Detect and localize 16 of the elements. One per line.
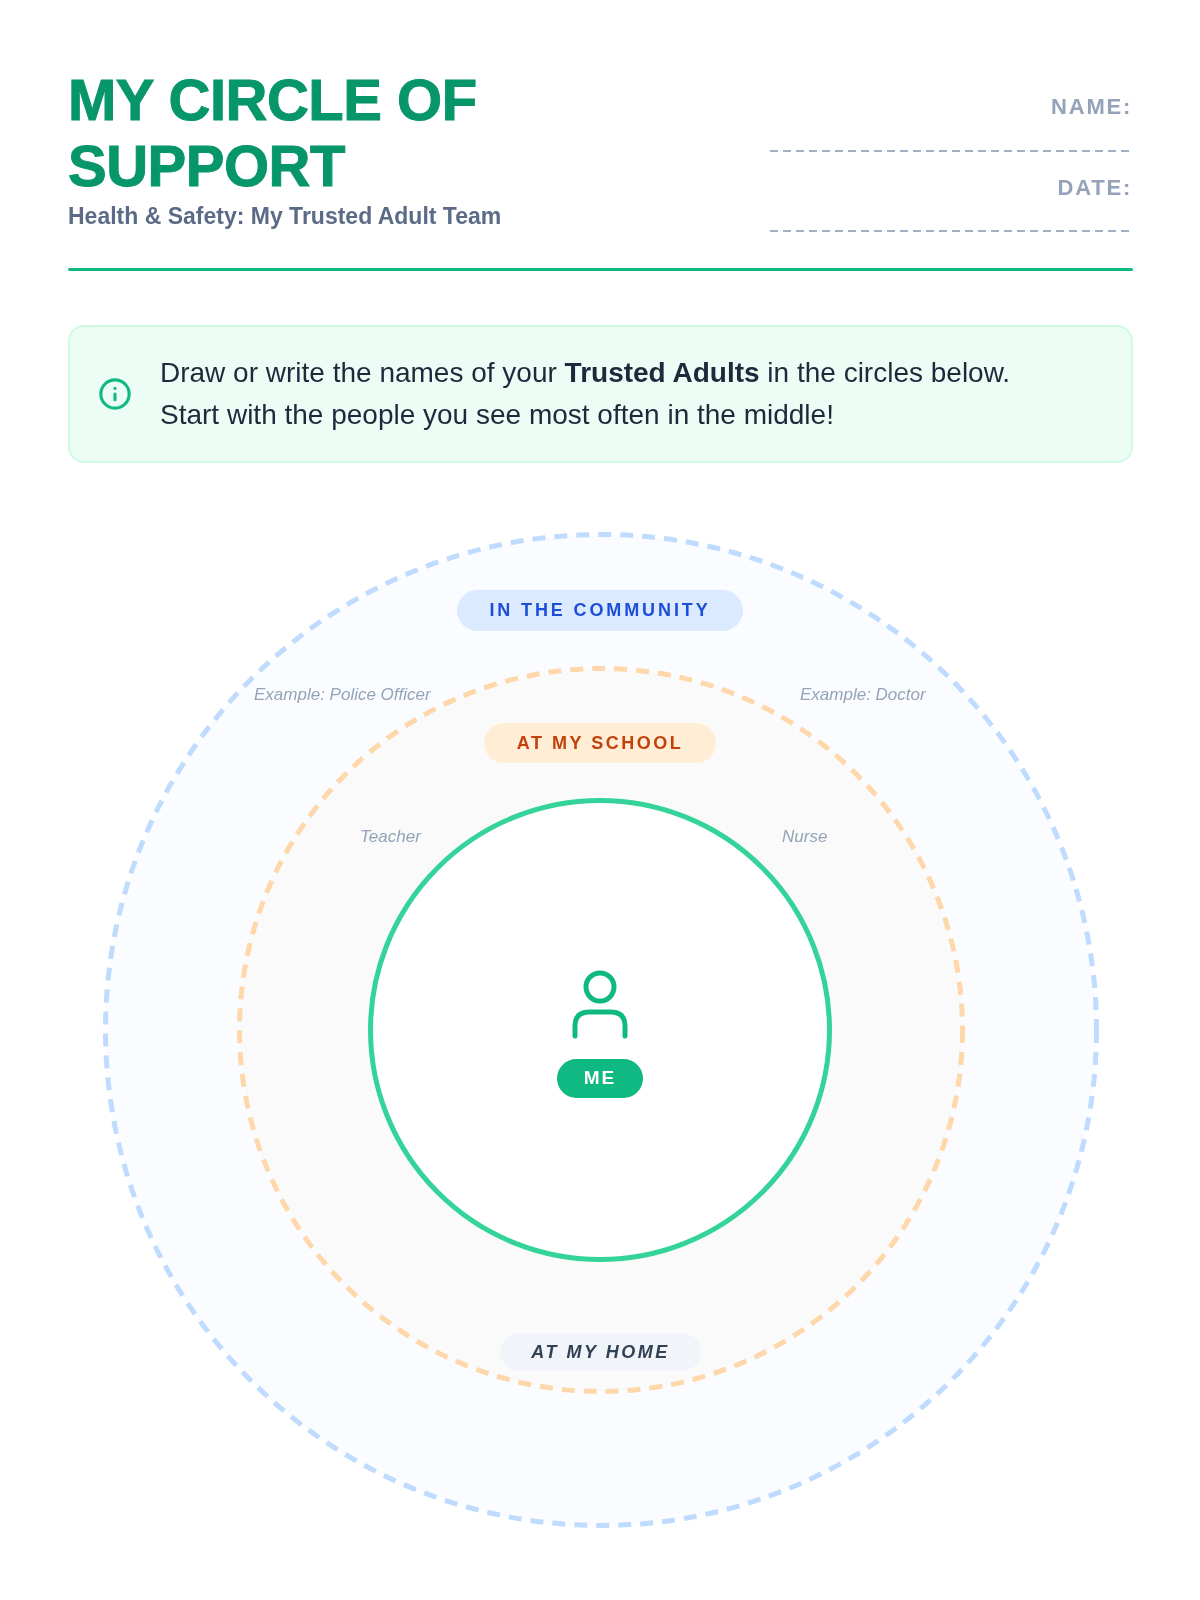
- dashed-ring: [237, 666, 965, 1394]
- field-label: DATE:: [1057, 175, 1132, 201]
- field-label: NAME:: [1051, 94, 1132, 120]
- hint-text: Teacher: [360, 826, 421, 848]
- title: MY CIRCLE OF SUPPORT: [68, 67, 478, 199]
- hint-text: Nurse: [782, 826, 828, 848]
- instruction-text: Draw or write the names of your Trusted Adults in the circles below. Start with the people you see most often in the middle!: [160, 356, 1012, 432]
- info-panel: [68, 325, 1133, 463]
- center-label: ME: [557, 1059, 643, 1098]
- hint-text: Example: Doctor: [800, 684, 926, 706]
- subtitle: Health & Safety: My Trusted Adult Team: [68, 202, 502, 230]
- hint-text: Example: Police Officer: [254, 684, 431, 706]
- ring-label: AT MY SCHOOL: [484, 723, 716, 763]
- ring-label: AT MY HOME: [500, 1333, 701, 1371]
- dashed-ring: [103, 532, 1099, 1528]
- ring-label: IN THE COMMUNITY: [457, 590, 743, 631]
